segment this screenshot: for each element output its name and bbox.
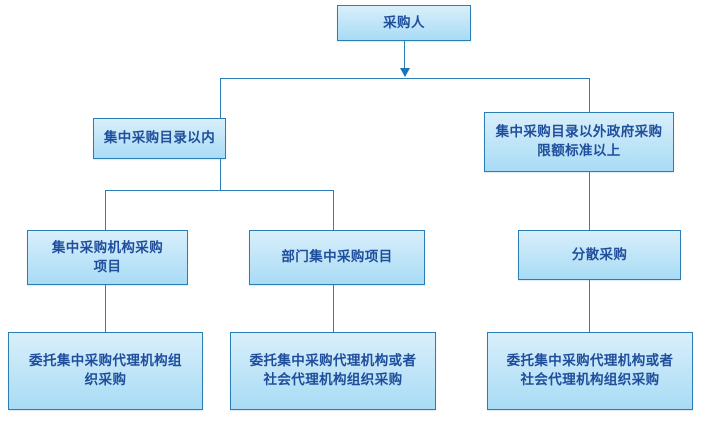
arrowhead-root [400,68,410,77]
node-central-agency-project-line2: 项目 [93,258,122,275]
node-entrust-mid-line2: 社会代理机构组织采购 [263,372,403,388]
node-entrust-central-agency-line2: 织采购 [84,372,127,388]
node-entrust-central-or-social-agency-right[interactable]: 委托集中采购代理机构或者 社会代理机构组织采购 [487,332,693,410]
connector-level3-right-down [589,280,590,332]
node-entrust-mid-line1: 委托集中采购代理机构或者 [249,353,417,369]
node-entrust-central-or-social-agency-mid[interactable]: 委托集中采购代理机构或者 社会代理机构组织采购 [230,332,436,410]
node-outside-catalog-above-threshold[interactable]: 集中采购目录以外政府采购 限额标准以上 [484,112,674,172]
connector-second-split-left-drop [105,190,106,230]
node-entrust-central-agency-line1: 委托集中采购代理机构组 [29,353,182,369]
connector-level3-left-down [105,285,106,332]
node-decentralized-procurement-label: 分散采购 [571,246,628,263]
connector-level2-right-down [589,172,590,230]
node-within-catalog-label: 集中采购目录以内 [103,130,216,146]
node-outside-catalog-line2: 限额标准以上 [537,143,621,159]
node-root-label: 采购人 [383,14,425,31]
node-outside-catalog-line1: 集中采购目录以外政府采购 [495,124,663,140]
connector-root-down [404,40,405,76]
connector-second-split-right-drop [333,190,334,230]
connector-top-split-right-drop [589,78,590,112]
node-root-purchaser[interactable]: 采购人 [337,5,471,41]
connector-level3-mid-down [333,285,334,332]
connector-top-split-bar [220,78,589,79]
node-department-central-project[interactable]: 部门集中采购项目 [249,230,425,285]
node-entrust-central-agency[interactable]: 委托集中采购代理机构组 织采购 [8,332,203,410]
node-central-agency-project-line1: 集中采购机构采购 [51,239,164,256]
node-decentralized-procurement[interactable]: 分散采购 [518,230,681,280]
connector-level2-left-down [220,158,221,191]
connector-second-split-bar [105,190,334,191]
node-entrust-right-line1: 委托集中采购代理机构或者 [506,353,674,369]
node-within-catalog[interactable]: 集中采购目录以内 [93,118,226,159]
connector-top-split-left-drop [220,78,221,118]
node-entrust-right-line2: 社会代理机构组织采购 [520,372,660,388]
node-department-central-project-label: 部门集中采购项目 [281,249,393,265]
node-central-agency-project[interactable]: 集中采购机构采购 项目 [27,230,188,285]
